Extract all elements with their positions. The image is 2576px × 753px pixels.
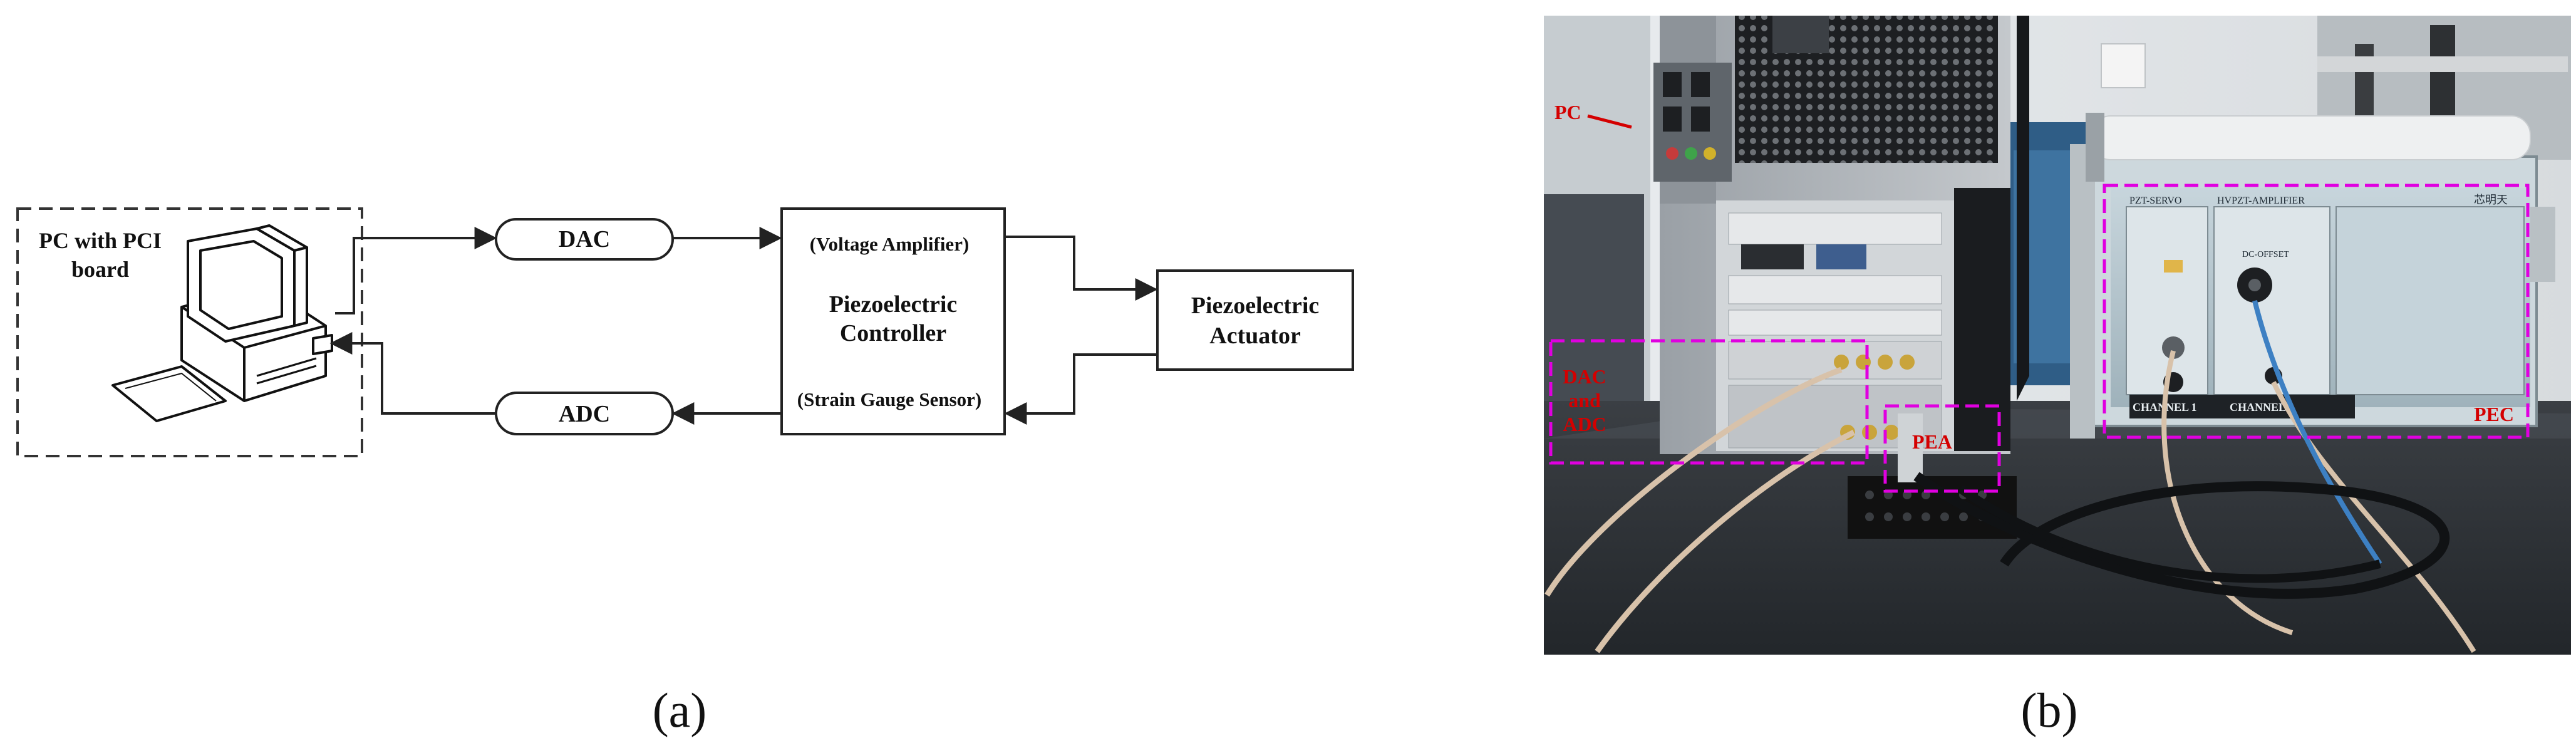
annotation-boxes [1549,184,2530,493]
pc-dashed-box [16,207,363,457]
pc-label-line1: PC with PCI [39,228,162,253]
pec-dc-offset-text: DC-OFFSET [2242,250,2289,259]
pec-brand-text: 芯明天 [2474,194,2508,206]
dac-annotation-line3: ADC [1563,413,1606,435]
pec-amplifier-text: HVPZT-AMPLIFIER [2217,195,2305,206]
pc-pointer-line [1587,114,1632,129]
pec-servo-text: PZT-SERVO [2129,195,2181,206]
adc-to-pc-line [329,332,495,415]
pec-annotation: PEC [2474,403,2514,425]
controller-bottom-label: (Strain Gauge Sensor) [797,388,982,410]
pea-annotation: PEA [1912,430,1952,453]
controller-title-line1: Piezoelectric [829,291,958,318]
actuator-box [1156,269,1354,371]
controller-to-actuator-line [1005,236,1158,301]
controller-top-label: (Voltage Amplifier) [810,233,970,255]
dac-label: DAC [559,226,610,252]
panel-b-photo: PZT-SERVO HVPZT-AMPLIFIER 芯明天 DC-OFFSET … [1544,16,2571,737]
actuator-title-line1: Piezoelectric [1191,293,1320,319]
adc-label: ADC [559,401,610,427]
pc-label-line2: board [71,257,129,282]
controller-box [780,207,1006,435]
pec-annotation-box [2103,184,2530,439]
pc-annotation: PC [1554,101,1581,123]
panel-a: PC with PCI board DAC [16,207,1354,737]
controller-title-line2: Controller [840,320,946,346]
dac-annotation-line2: and [1568,389,1601,412]
pc-to-dac-line [335,227,497,314]
computer-icon [111,224,333,422]
pec-channel-right: CHANNEL 1 [2230,401,2294,413]
actuator-title-line2: Actuator [1209,323,1301,349]
caption-b: (b) [2021,683,2078,737]
caption-a: (a) [653,683,707,737]
dac-annotation-line1: DAC [1563,365,1606,388]
actuator-to-controller-line [1004,353,1157,425]
